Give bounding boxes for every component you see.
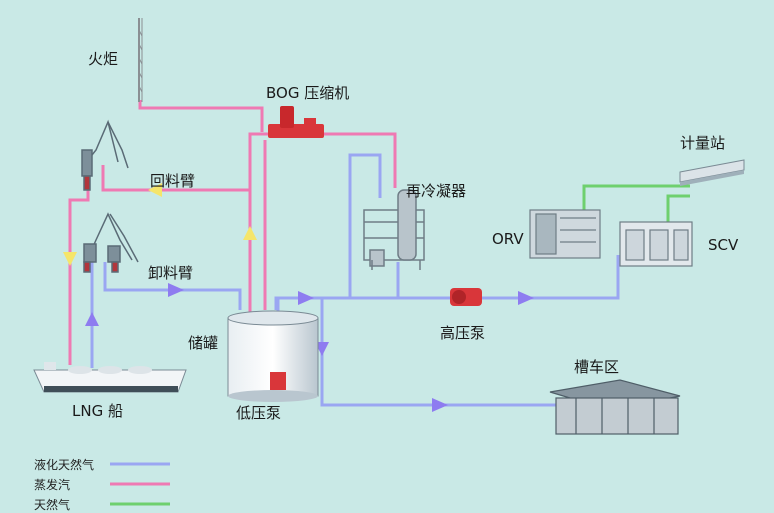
orv-label: ORV	[492, 230, 524, 248]
metering-station-label: 计量站	[680, 134, 726, 152]
lng-ship-label: LNG 船	[72, 402, 123, 420]
arrow-bog-up	[243, 226, 257, 240]
bog-compressor-label: BOG 压缩机	[266, 84, 350, 102]
metering-station	[679, 159, 745, 186]
legend-lines	[110, 462, 170, 506]
recondenser-label: 再冷凝器	[406, 182, 467, 200]
arrow-ship-up	[85, 312, 99, 326]
lp-pump-label: 低压泵	[236, 404, 282, 422]
arrow-return	[148, 183, 162, 197]
legend-label-bog: 蒸发汽	[34, 478, 71, 492]
hp-pump-label: 高压泵	[440, 324, 486, 342]
orv-unit	[529, 209, 601, 259]
truck-loading-area	[549, 379, 681, 435]
truck-area-label: 槽车区	[574, 358, 620, 376]
legend-label-gas: 天然气	[34, 498, 71, 512]
lng-ship	[33, 362, 187, 393]
arrow-vapor-down	[63, 252, 77, 266]
flare-label: 火炬	[88, 50, 119, 68]
recondenser	[363, 189, 425, 270]
scv-label: SCV	[708, 236, 739, 254]
arrow-tank-out	[298, 291, 314, 305]
return-arm	[81, 119, 129, 191]
arrow-to-truck	[432, 398, 448, 412]
unloading-arm-label: 卸料臂	[148, 264, 194, 282]
bog-compressor	[268, 106, 324, 138]
legend-label-lng: 液化天然气	[34, 458, 95, 472]
arrow-to-orv	[518, 291, 534, 305]
scv-unit	[619, 221, 693, 267]
lp-pump-body	[270, 372, 286, 390]
hp-pump	[450, 288, 482, 306]
storage-tank-label: 储罐	[188, 334, 219, 352]
flare-stack	[138, 18, 143, 102]
unloading-arm	[83, 212, 139, 273]
return-arm-label: 回料臂	[150, 172, 196, 190]
arrow-unloading	[168, 283, 184, 297]
